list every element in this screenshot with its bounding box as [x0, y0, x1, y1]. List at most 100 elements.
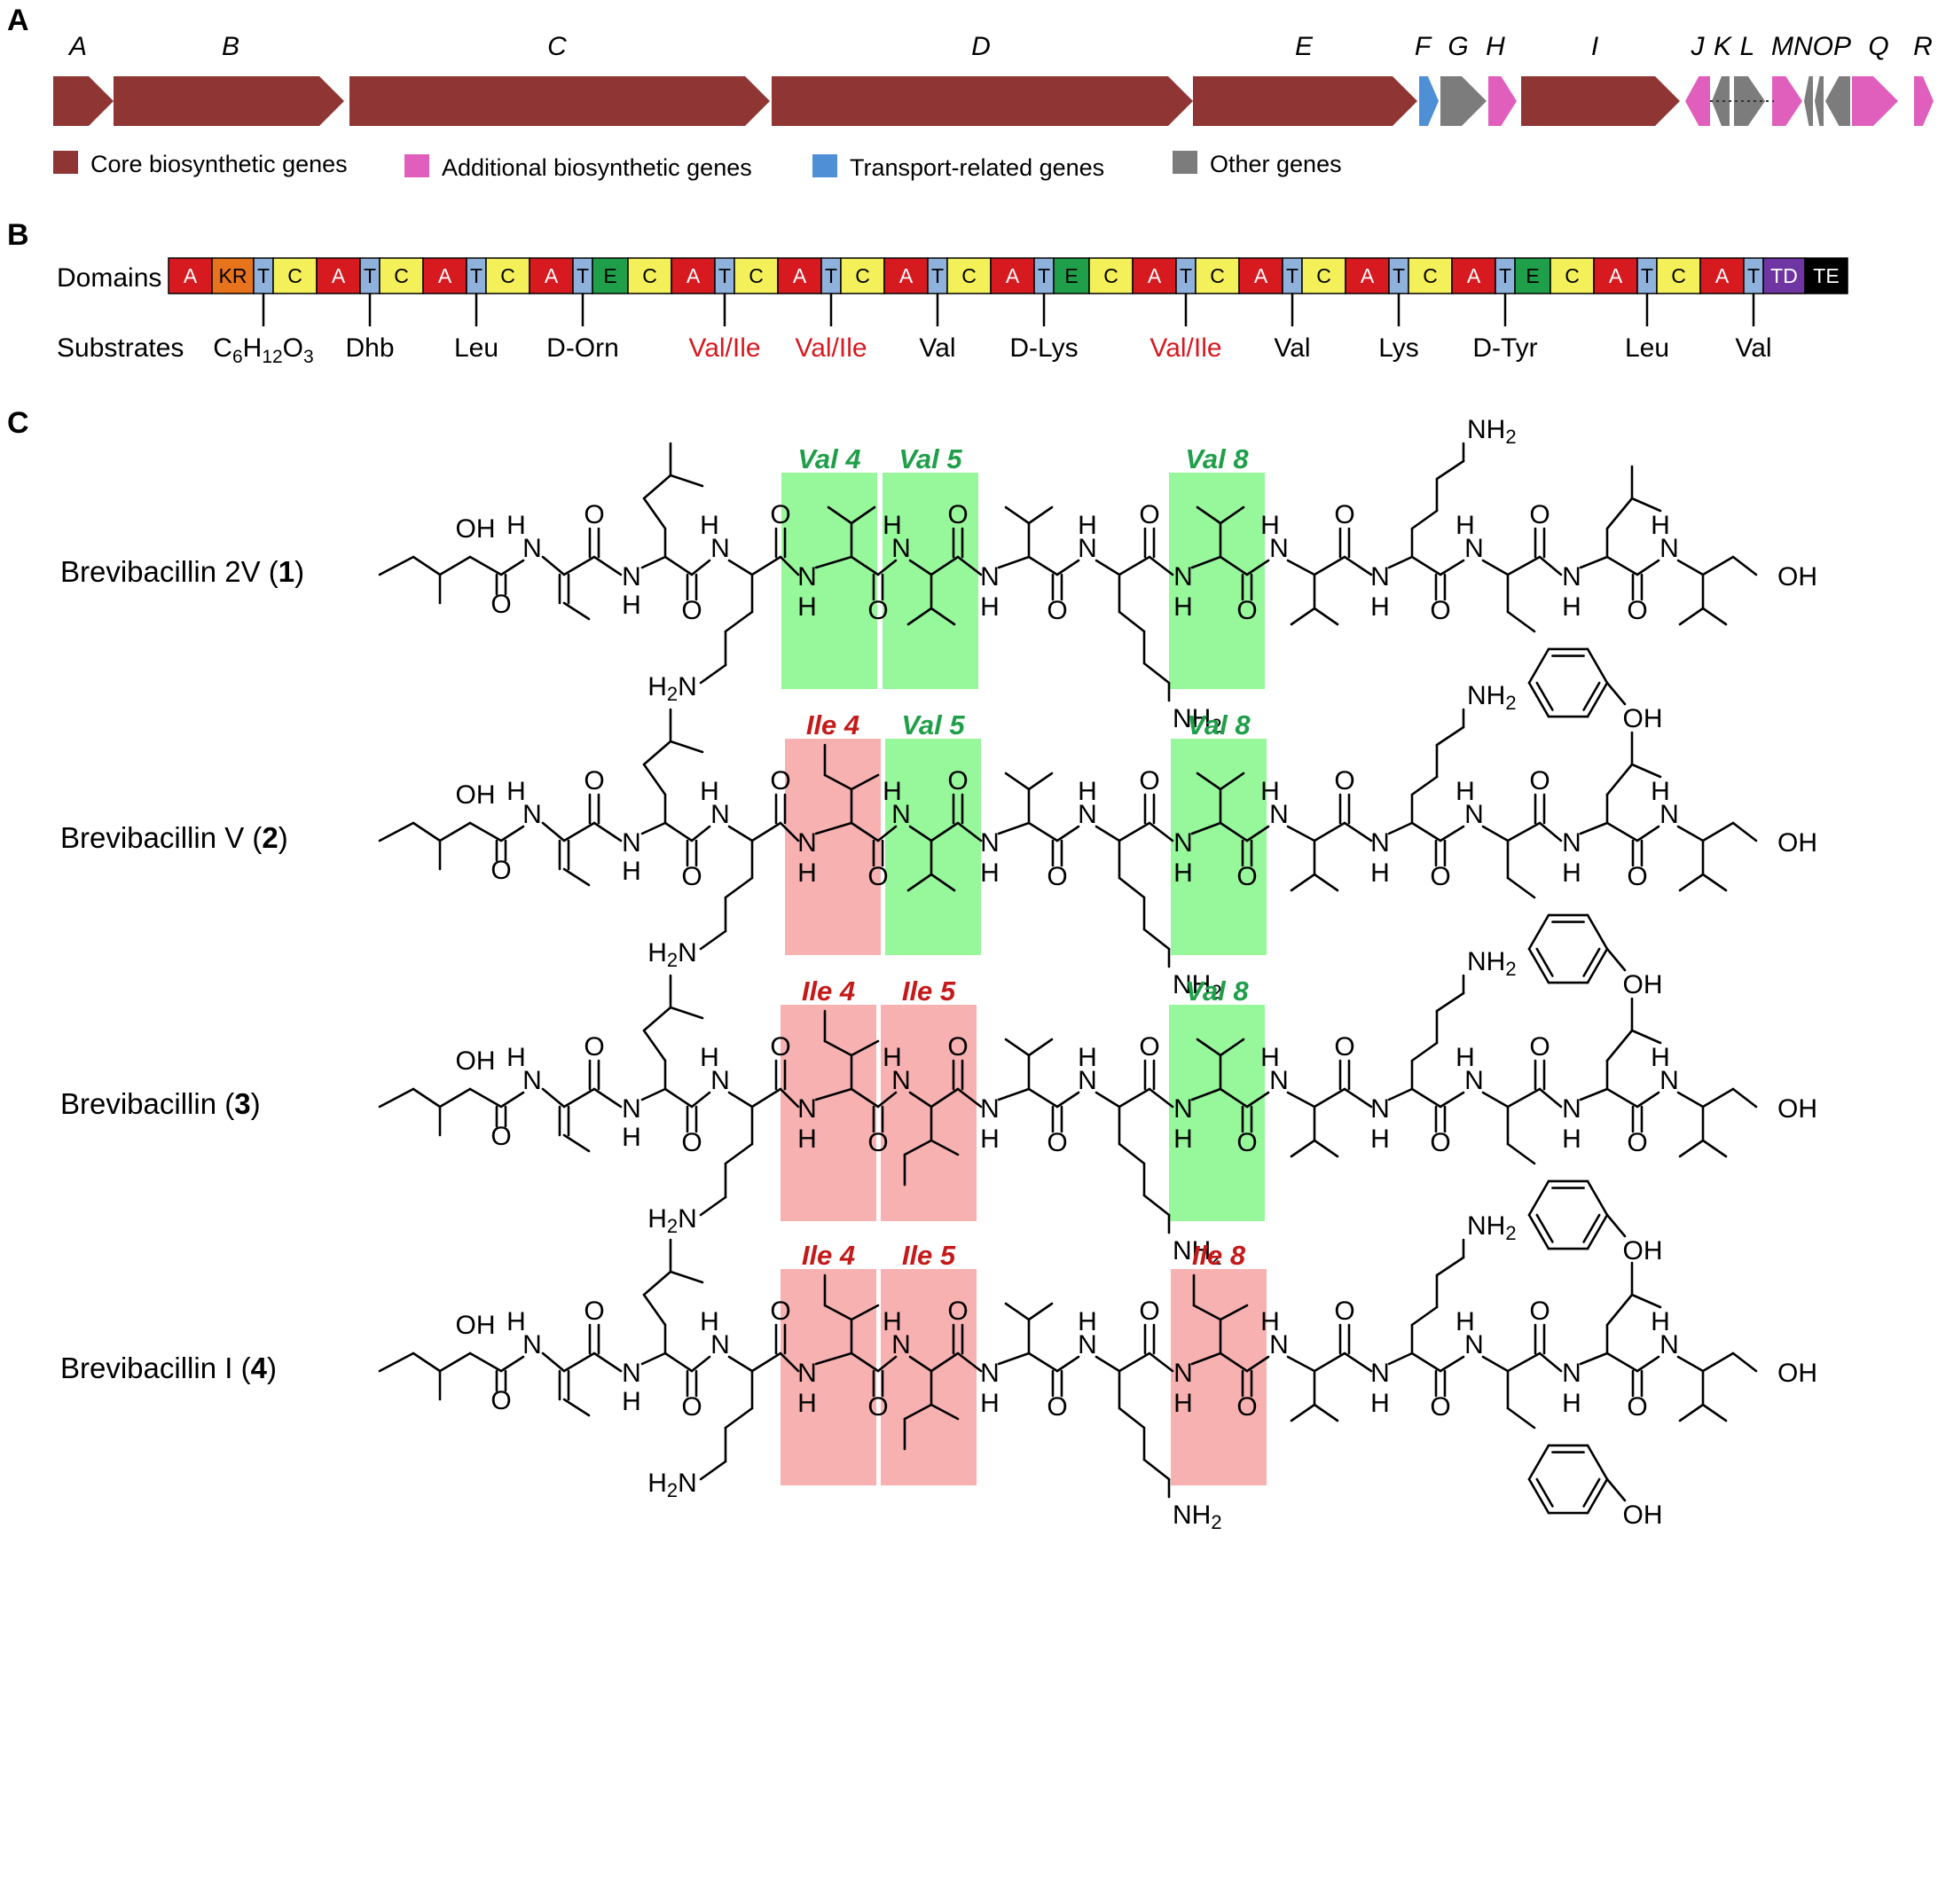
- amide-h-1: H: [506, 777, 526, 806]
- amide-h-6: H: [980, 1124, 1000, 1154]
- amide-h-13: H: [1651, 777, 1670, 806]
- carbonyl-oxygen-6: O: [947, 766, 968, 795]
- amine-nh2-lys10: NH2: [1467, 415, 1517, 448]
- domain-label-19: C: [855, 264, 870, 287]
- amide-n-8: N: [1173, 1359, 1193, 1388]
- domain-box-0: [168, 257, 213, 294]
- carbonyl-oxygen-7: O: [1047, 596, 1067, 625]
- gene-arrow-c: [349, 76, 770, 126]
- carbonyl-oxygen-3: O: [681, 1128, 702, 1157]
- amide-n-4: N: [797, 828, 817, 858]
- domain-label-42: C: [1671, 264, 1686, 287]
- amide-h-6: H: [980, 1389, 1000, 1418]
- phenol-hydroxyl: OH: [1623, 704, 1663, 733]
- amide-n-4: N: [797, 562, 817, 592]
- amine-nh2-lys7: NH2: [1173, 970, 1222, 1003]
- domain-box-23: [990, 257, 1035, 294]
- amide-h-12: H: [1562, 592, 1581, 622]
- domain-label-32: C: [1316, 264, 1331, 287]
- gene-label-j: J: [1691, 32, 1706, 61]
- carbonyl-oxygen-7: O: [1047, 1128, 1067, 1157]
- domain-box-13: [627, 257, 672, 294]
- amide-n-13: N: [1659, 800, 1679, 829]
- amide-h-11: H: [1455, 511, 1475, 540]
- carbonyl-oxygen-1: O: [490, 590, 511, 619]
- substrate-label-4: Val/Ile: [688, 333, 760, 363]
- legend-label-other: Other genes: [1210, 151, 1342, 177]
- domain-label-23: A: [1006, 264, 1020, 287]
- amide-h-1: H: [506, 511, 526, 540]
- domain-label-44: T: [1747, 264, 1760, 287]
- residue-label-1: Val 4: [797, 443, 860, 474]
- residue-highlight-box-2: [881, 1005, 977, 1221]
- gene-label-r: R: [1913, 32, 1933, 61]
- domain-label-15: T: [718, 264, 731, 287]
- amide-n-7: N: [1078, 1066, 1097, 1095]
- carbonyl-oxygen-11: O: [1430, 1392, 1450, 1422]
- domain-box-45: [1762, 257, 1806, 294]
- domain-label-12: E: [603, 264, 616, 287]
- domain-label-1: KR: [219, 264, 247, 287]
- phenol-hydroxyl: OH: [1623, 970, 1663, 999]
- terminal-hydroxyl: OH: [1777, 828, 1817, 858]
- amide-n-7: N: [1078, 534, 1097, 563]
- gene-arrow-f: [1419, 76, 1439, 126]
- amide-h-9: H: [1260, 777, 1280, 806]
- amide-n-9: N: [1269, 1330, 1289, 1359]
- carbonyl-oxygen-12: O: [1529, 1297, 1550, 1326]
- gene-arrow-a: [53, 76, 114, 126]
- domain-box-9: [485, 257, 530, 294]
- amide-n-12: N: [1562, 562, 1581, 592]
- gene-label-k: K: [1714, 32, 1733, 61]
- amide-h-3: H: [700, 1043, 719, 1072]
- gene-arrow-h: [1488, 76, 1517, 126]
- substrate-label-1: Dhb: [345, 333, 394, 363]
- domain-box-6: [379, 257, 424, 294]
- gene-arrow-g: [1440, 76, 1487, 126]
- amide-h-9: H: [1260, 1043, 1280, 1072]
- domain-label-41: T: [1641, 264, 1653, 287]
- substrate-label-9: Val: [1274, 333, 1310, 363]
- amide-n-5: N: [891, 1066, 911, 1095]
- amide-h-2: H: [622, 857, 641, 886]
- amide-h-6: H: [980, 592, 1000, 622]
- gene-label-f: F: [1415, 32, 1432, 61]
- carbonyl-oxygen-8: O: [1139, 1297, 1159, 1326]
- amide-n-13: N: [1659, 1066, 1679, 1095]
- amide-h-5: H: [883, 1043, 902, 1072]
- carbonyl-oxygen-13: O: [1627, 862, 1647, 891]
- amide-n-10: N: [1370, 828, 1390, 858]
- gene-label-d: D: [971, 32, 991, 61]
- gene-arrow-r: [1914, 76, 1934, 126]
- amide-h-10: H: [1370, 1124, 1390, 1154]
- domain-label-24: T: [1038, 264, 1050, 287]
- amide-n-13: N: [1659, 534, 1679, 563]
- carbonyl-oxygen-7: O: [1047, 862, 1067, 891]
- domain-label-16: C: [749, 264, 764, 287]
- legend-swatch-other: [1173, 151, 1197, 174]
- domain-label-28: T: [1180, 264, 1192, 287]
- amine-nh2-lys7: NH2: [1173, 1236, 1222, 1269]
- amide-h-2: H: [622, 1387, 641, 1416]
- domain-label-34: T: [1393, 264, 1405, 287]
- gene-label-c: C: [547, 32, 567, 61]
- carbonyl-oxygen-2: O: [584, 1032, 604, 1062]
- carbonyl-oxygen-4: O: [770, 1032, 790, 1062]
- domain-box-42: [1656, 257, 1701, 294]
- amide-h-7: H: [1078, 1307, 1097, 1336]
- domain-box-26: [1088, 257, 1134, 294]
- amide-h-12: H: [1562, 858, 1581, 888]
- gene-arrow-q: [1852, 76, 1898, 126]
- substrates-row-label: Substrates: [57, 333, 184, 363]
- substrate-label-3: D-Orn: [546, 333, 619, 363]
- domain-box-12: [592, 257, 629, 294]
- amide-h-11: H: [1455, 777, 1475, 806]
- carbonyl-oxygen-3: O: [681, 596, 702, 625]
- carbonyl-oxygen-10: O: [1334, 500, 1354, 529]
- domain-label-20: A: [899, 264, 914, 287]
- carbonyl-oxygen-11: O: [1430, 1128, 1450, 1157]
- residue-label-3: Val 8: [1185, 976, 1249, 1007]
- amide-n-1: N: [522, 1330, 542, 1359]
- amide-h-10: H: [1370, 592, 1390, 622]
